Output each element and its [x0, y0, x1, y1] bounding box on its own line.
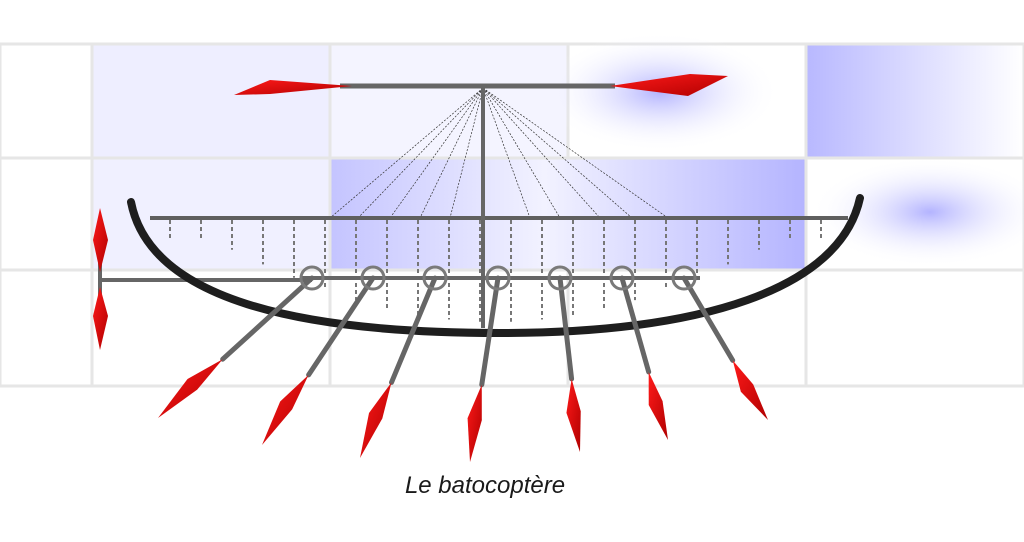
- tail-rotor-icon: [93, 287, 108, 350]
- oar-shaft: [681, 275, 736, 363]
- tile: [90, 42, 332, 160]
- rigging-line: [482, 87, 633, 219]
- tile: [0, 42, 94, 160]
- ring-icon: [422, 265, 448, 291]
- oar-icon: [566, 378, 581, 452]
- oar-shaft: [389, 275, 438, 385]
- ring-icon: [360, 265, 386, 291]
- ring-icon: [547, 265, 573, 291]
- oars: [158, 275, 768, 462]
- oar-shaft: [306, 275, 376, 378]
- oar-shaft: [619, 275, 652, 375]
- rigging-line: [449, 87, 484, 219]
- tile: [90, 156, 332, 272]
- tile: [328, 156, 808, 272]
- oar-icon: [732, 360, 768, 420]
- ring-icon: [485, 265, 511, 291]
- diagram-caption: Le batocoptère: [404, 472, 566, 499]
- oar-shaft: [220, 275, 315, 362]
- rigging-line: [482, 87, 561, 219]
- ring-icon: [299, 265, 325, 291]
- ring-icon: [609, 265, 635, 291]
- rigging-lines: [329, 87, 669, 219]
- tile: [804, 268, 1024, 388]
- background-tiles: [0, 32, 1024, 388]
- rigging-line: [482, 87, 669, 219]
- hull: [127, 194, 864, 338]
- tile: [0, 156, 94, 272]
- glow-spot: [810, 157, 1024, 267]
- main-rotor: [234, 74, 728, 96]
- ring-icon: [671, 265, 697, 291]
- oar-icon: [158, 359, 223, 418]
- propeller-blade-icon: [234, 80, 352, 95]
- tile: [0, 268, 94, 388]
- rigging-line: [482, 87, 601, 219]
- rigging-line: [389, 87, 484, 219]
- propeller-blade-icon: [610, 74, 728, 96]
- tail-rotor-icon: [93, 208, 108, 272]
- oar-icon: [360, 382, 392, 458]
- oar-icon: [467, 384, 482, 462]
- oar-shaft: [557, 275, 575, 382]
- tile: [804, 42, 1024, 160]
- rigging-line: [329, 87, 484, 219]
- oar-icon: [262, 374, 309, 445]
- oar-icon: [648, 371, 668, 440]
- tail-rotor: [93, 208, 312, 350]
- oarlocks: [299, 265, 697, 291]
- tile: [328, 42, 570, 160]
- oar-shaft: [479, 275, 501, 388]
- rigging-line: [419, 87, 484, 219]
